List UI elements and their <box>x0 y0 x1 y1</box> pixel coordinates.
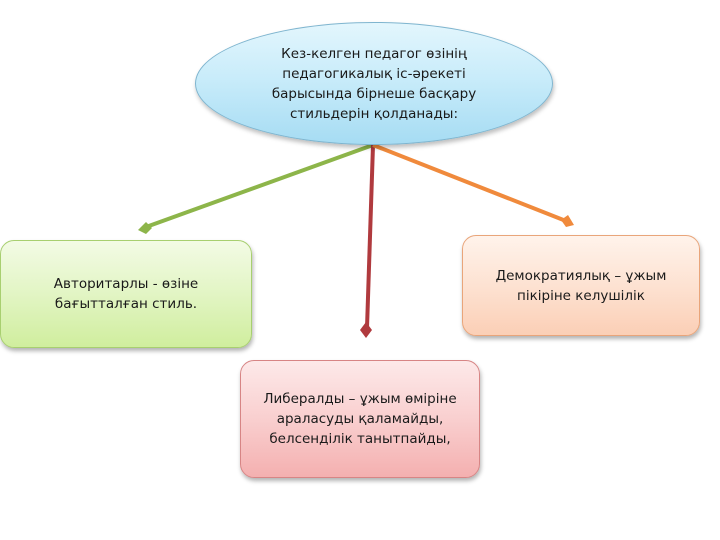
central-node: Кез-келген педагог өзінің педагогикалық … <box>195 22 553 145</box>
liberal-style-text: Либералды – ұжым өміріне араласуды қалам… <box>263 391 457 447</box>
arrow-to-authoritarian <box>138 143 374 234</box>
authoritarian-style-box: Авторитарлы - өзіне бағытталған стиль. <box>0 240 252 348</box>
authoritarian-style-text: Авторитарлы - өзіне бағытталған стиль. <box>53 276 199 312</box>
central-node-text: Кез-келген педагог өзінің педагогикалық … <box>271 45 477 122</box>
arrow-to-democratic <box>372 143 574 227</box>
democratic-style-text: Демократиялық – ұжым пікіріне келушілік <box>495 267 667 304</box>
liberal-style-box: Либералды – ұжым өміріне араласуды қалам… <box>240 360 480 478</box>
arrow-to-liberal <box>360 144 375 338</box>
democratic-style-box: Демократиялық – ұжым пікіріне келушілік <box>462 235 700 336</box>
